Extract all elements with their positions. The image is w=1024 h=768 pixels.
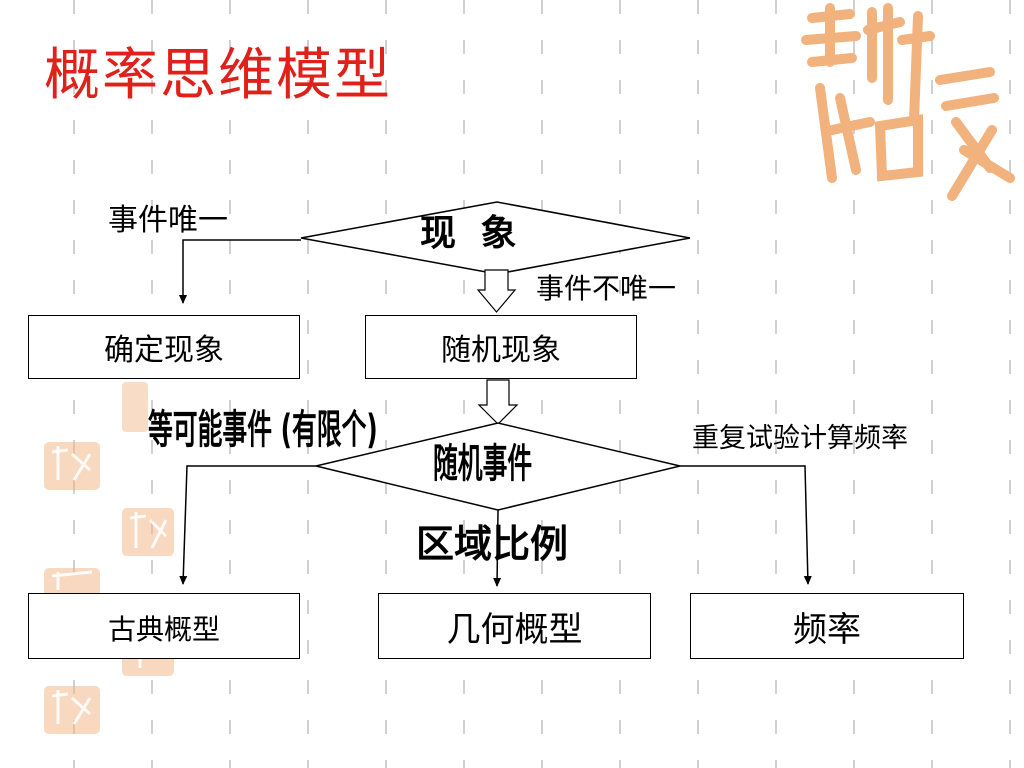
node-phenomenon-label: 现 象 — [420, 213, 523, 254]
arrow-to-frequency — [680, 465, 812, 585]
edge-label-repeat-trials: 重复试验计算频率 — [692, 423, 908, 454]
page-title: 概率思维模型 — [44, 43, 392, 108]
arrow-to-deterministic — [179, 239, 301, 304]
node-random-event-label: 随机事件 — [433, 441, 533, 487]
edge-label-equally-likely: 等可能事件 (有限个) — [148, 407, 378, 453]
edge-label-not-unique-event: 事件不唯一 — [536, 272, 677, 305]
block-arrow-to-random-phenomenon — [476, 269, 517, 313]
node-classical-model: 古典概型 — [28, 593, 300, 659]
block-arrow-to-random-event — [477, 379, 519, 425]
node-deterministic-label: 确定现象 — [104, 333, 224, 368]
node-classical-model-label: 古典概型 — [107, 613, 220, 646]
arrow-to-classical-model — [179, 465, 316, 585]
arrow-to-geometric-model — [493, 509, 502, 587]
node-random-phenomenon: 随机现象 — [365, 315, 637, 379]
edge-label-region-ratio: 区域比例 — [416, 522, 569, 566]
node-geometric-model-label: 几何概型 — [446, 609, 583, 650]
node-deterministic-phenomenon: 确定现象 — [28, 315, 300, 379]
node-random-phenomenon-label: 随机现象 — [441, 333, 561, 368]
decision-phenomenon — [300, 201, 691, 275]
edge-label-unique-event: 事件唯一 — [108, 203, 228, 238]
node-frequency: 频率 — [690, 593, 964, 659]
node-frequency-label: 频率 — [793, 609, 861, 650]
node-geometric-model: 几何概型 — [378, 593, 651, 659]
seal-calligraphy-icon — [801, 3, 1015, 201]
